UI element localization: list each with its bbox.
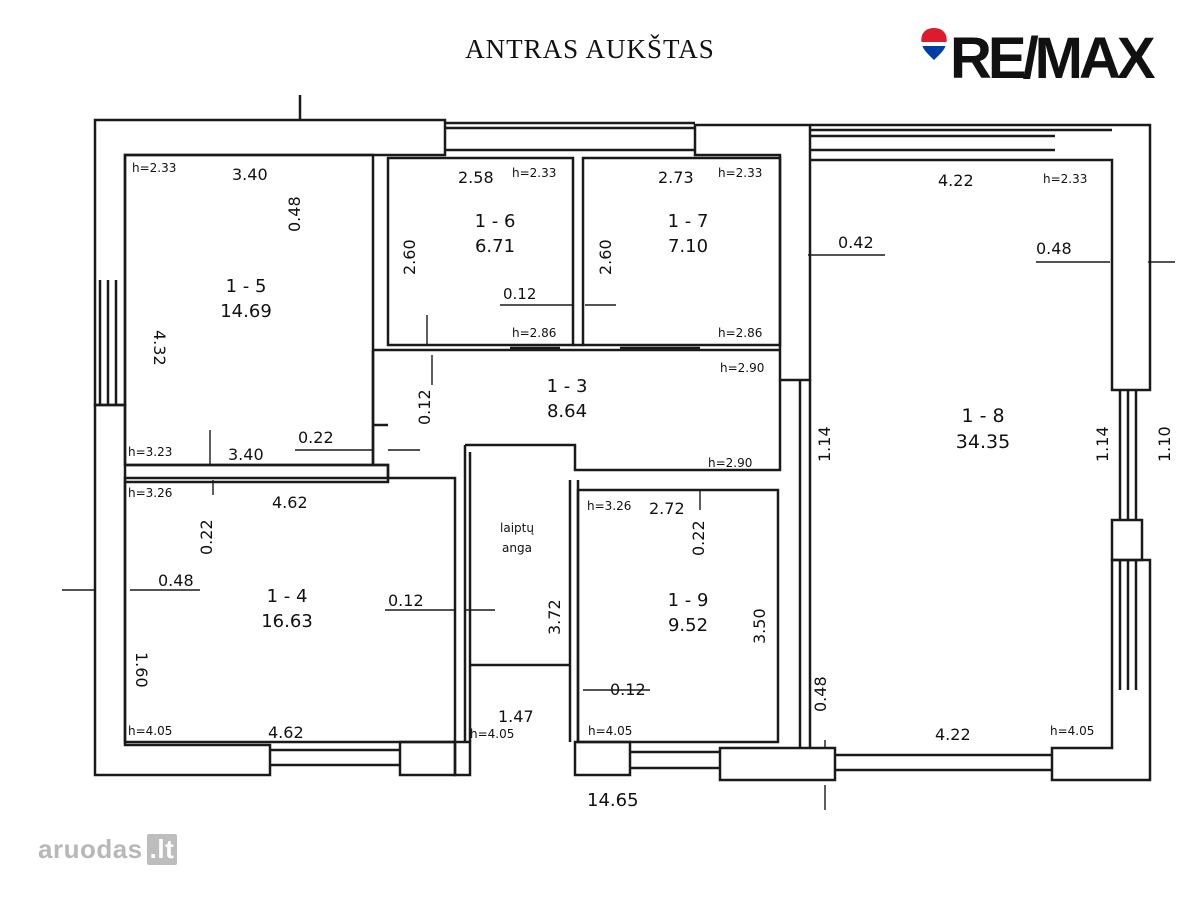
dimension-label: 1.47: [498, 707, 534, 726]
plan-title: ANTRAS AUKŠTAS: [465, 34, 715, 64]
height-label: h=3.26: [587, 499, 631, 513]
room-area: 16.63: [261, 611, 313, 632]
height-label: h=2.33: [132, 161, 176, 175]
dimension-label: 2.73: [658, 168, 694, 187]
room-id: 1 - 4: [267, 586, 308, 607]
room-area: 7.10: [668, 236, 708, 257]
room-1-3: 1 - 3 8.64: [547, 376, 588, 422]
room-id: 1 - 6: [475, 211, 516, 232]
stair-label-line: laiptų: [500, 521, 534, 535]
watermark-name: aruodas: [38, 834, 143, 864]
dimension-label: 0.48: [1036, 239, 1072, 258]
height-label: h=3.26: [128, 486, 172, 500]
room-id: 1 - 8: [961, 405, 1004, 427]
height-label: h=2.33: [1043, 172, 1087, 186]
balloon-icon: [921, 28, 947, 60]
dimension-label: 0.12: [610, 680, 646, 699]
room-1-6: 1 - 6 6.71: [475, 211, 516, 257]
dimension-label: 0.22: [689, 520, 708, 556]
dimension-label: 0.48: [158, 571, 194, 590]
height-labels: h=2.33 h=3.23 h=2.33 h=2.86 h=2.33 h=2.8…: [128, 161, 1094, 741]
height-label: h=3.23: [128, 445, 172, 459]
room-1-5: 1 - 5 14.69: [220, 276, 272, 322]
dimension-label: 0.12: [503, 285, 536, 303]
height-label: h=2.33: [512, 166, 556, 180]
dimension-labels: 3.40 0.48 4.32 3.40 0.22 2.58 2.60 0.12 …: [132, 165, 1174, 811]
dimension-label: 3.50: [750, 608, 769, 644]
dimension-label: 3.40: [232, 165, 268, 184]
height-label: h=4.05: [470, 727, 514, 741]
dimension-label: 3.72: [545, 599, 564, 635]
dimension-label: 0.12: [388, 591, 424, 610]
dimension-label: 0.22: [298, 428, 334, 447]
dimension-lines: [62, 254, 1175, 810]
dimension-label: 0.22: [197, 519, 216, 555]
room-area: 8.64: [547, 401, 587, 422]
room-1-4: 1 - 4 16.63: [261, 586, 313, 632]
dimension-label: 3.40: [228, 445, 264, 464]
dimension-label: 1.60: [132, 652, 151, 688]
height-label: h=4.05: [588, 724, 632, 738]
room-area: 14.69: [220, 301, 272, 322]
stair-opening-label: laiptų anga: [500, 521, 534, 555]
dimension-label: 4.62: [268, 723, 304, 742]
height-label: h=2.86: [718, 326, 762, 340]
height-label: h=2.90: [708, 456, 752, 470]
room-area: 9.52: [668, 615, 708, 636]
dimension-label: 14.65: [587, 790, 639, 811]
watermark: aruodas.lt: [38, 834, 178, 865]
dimension-label: 1.14: [815, 426, 834, 462]
room-id: 1 - 9: [668, 590, 709, 611]
dimension-label: 4.62: [272, 493, 308, 512]
dimension-label: 2.72: [649, 499, 685, 518]
room-id: 1 - 7: [668, 211, 709, 232]
dimension-label: 0.48: [811, 676, 830, 712]
dimension-label: 2.58: [458, 168, 494, 187]
dimension-label: 4.32: [150, 330, 169, 366]
dimension-label: 1.14: [1093, 426, 1112, 462]
logo-wordmark: RE/MAX: [950, 26, 1156, 91]
dimension-label: 2.60: [400, 239, 419, 275]
height-label: h=2.33: [718, 166, 762, 180]
height-label: h=4.05: [1050, 724, 1094, 738]
dimension-label: 1.10: [1155, 426, 1174, 462]
room-1-8: 1 - 8 34.35: [956, 405, 1010, 453]
dimension-label: 4.22: [935, 725, 971, 744]
dimension-label: 0.12: [415, 389, 434, 425]
room-area: 34.35: [956, 431, 1010, 453]
room-id: 1 - 5: [226, 276, 267, 297]
remax-logo: RE/MAX: [918, 24, 1168, 100]
dimension-label: 2.60: [596, 239, 615, 275]
dimension-label: 0.48: [285, 196, 304, 232]
height-label: h=2.90: [720, 361, 764, 375]
height-label: h=2.86: [512, 326, 556, 340]
room-1-7: 1 - 7 7.10: [668, 211, 709, 257]
dimension-label: 4.22: [938, 171, 974, 190]
dimension-label: 0.42: [838, 233, 874, 252]
watermark-tld: .lt: [146, 834, 178, 865]
room-id: 1 - 3: [547, 376, 588, 397]
walls: [93, 95, 1152, 782]
height-label: h=4.05: [128, 724, 172, 738]
room-1-9: 1 - 9 9.52: [668, 590, 709, 636]
room-area: 6.71: [475, 236, 515, 257]
stair-label-line: anga: [502, 541, 532, 555]
